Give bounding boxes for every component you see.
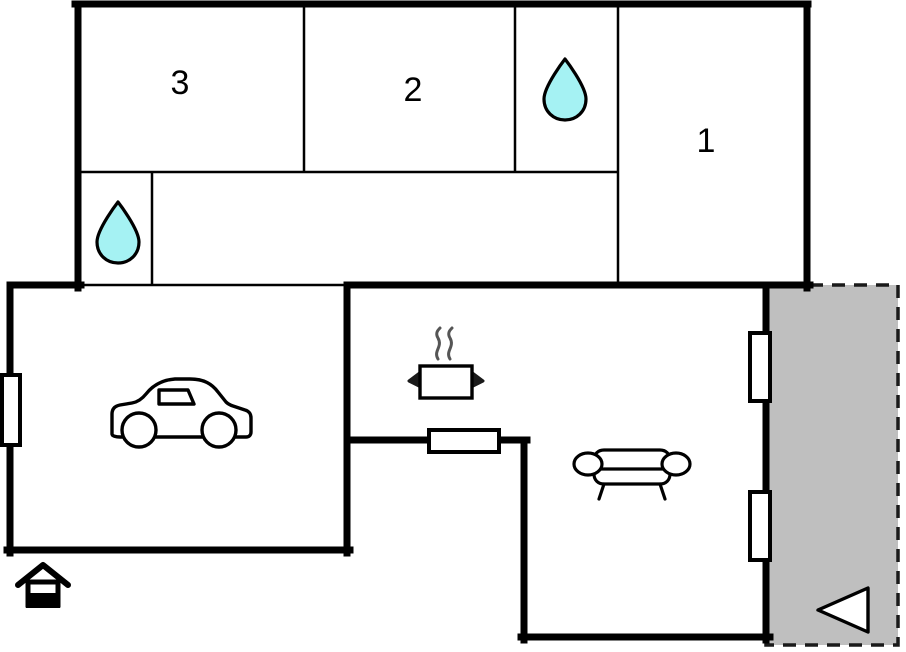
car-wheel-front [120, 411, 158, 449]
water-drop-icon-bathroom-upper [542, 57, 588, 122]
steam-line-right [447, 326, 454, 361]
house-roof [15, 562, 71, 588]
pot-body [418, 364, 474, 400]
outer-walls [3, 0, 814, 644]
window-right-wall-lower[interactable] [748, 490, 772, 562]
sofa-icon-living-room [572, 448, 692, 501]
windows-group [0, 331, 772, 562]
house-entrance-icon [15, 562, 71, 608]
water-drop-icon-bathroom-lower [95, 200, 141, 265]
steam-line-left [435, 326, 442, 361]
upper-block-interior-lines [78, 4, 620, 287]
car-icon-garage [110, 377, 253, 449]
sofa-leg-left [597, 482, 606, 501]
sofa-leg-right [658, 482, 667, 501]
triangle-left-shape [816, 586, 870, 634]
water-drop-shape [95, 200, 141, 265]
room-label-3: 3 [171, 64, 190, 102]
room-label-2: 2 [404, 71, 423, 109]
car-wheel-rear [200, 411, 238, 449]
car-window [157, 388, 196, 406]
pot-steam-group [435, 326, 454, 361]
car-body [110, 377, 253, 439]
sofa-body [592, 448, 672, 486]
sofa-armrest-right [660, 451, 692, 477]
room-label-1: 1 [697, 122, 716, 160]
window-interior-wall[interactable] [427, 428, 501, 454]
terrace-rect [764, 283, 900, 647]
window-left-wall[interactable] [0, 373, 22, 447]
direction-triangle-icon [816, 586, 870, 634]
window-right-wall-upper[interactable] [748, 331, 772, 403]
sofa-armrest-left [572, 451, 604, 477]
terrace-area [764, 283, 900, 647]
cooking-pot-icon-kitchen [407, 326, 485, 400]
water-drop-shape [542, 57, 588, 122]
house-base-fill [26, 593, 60, 608]
